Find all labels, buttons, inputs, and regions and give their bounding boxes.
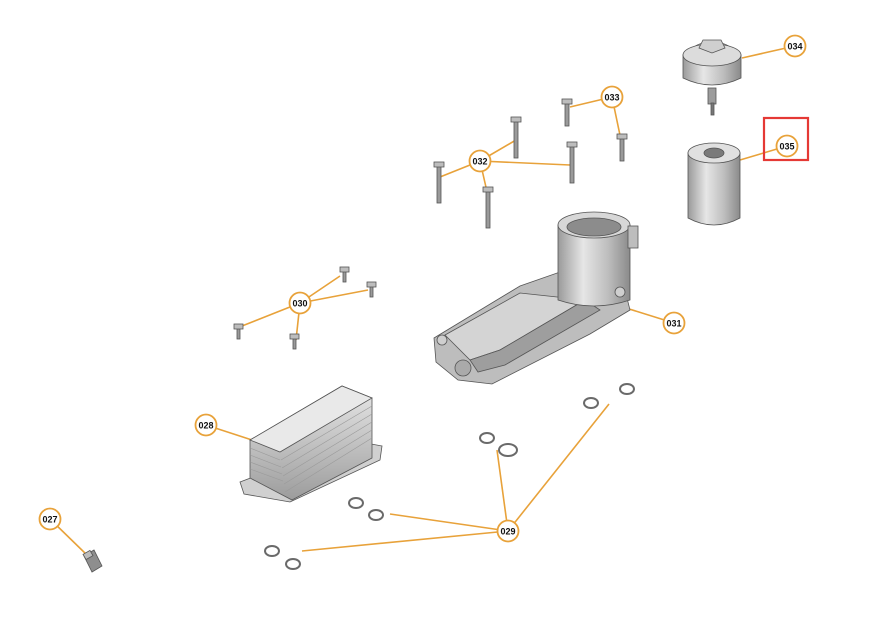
callouts: 027 028 029 030 031 032 033 034 — [38, 34, 807, 543]
selected-callout-highlight — [762, 116, 810, 162]
svg-text:030: 030 — [292, 299, 307, 309]
callout-028[interactable]: 028 — [194, 413, 218, 437]
svg-text:034: 034 — [787, 42, 802, 52]
callout-034[interactable]: 034 — [783, 34, 807, 58]
svg-text:031: 031 — [666, 319, 681, 329]
svg-text:027: 027 — [42, 515, 57, 525]
oil-filter-element — [687, 142, 741, 226]
filter-housing-cap — [682, 39, 742, 116]
svg-text:028: 028 — [198, 421, 213, 431]
callout-027[interactable]: 027 — [38, 507, 62, 531]
oil-filter-housing — [433, 211, 639, 385]
leader-lines — [49, 45, 796, 557]
svg-text:029: 029 — [500, 527, 515, 537]
callout-029[interactable]: 029 — [496, 519, 520, 543]
callout-030[interactable]: 030 — [288, 291, 312, 315]
oil-cooler — [239, 385, 383, 503]
o-rings — [264, 383, 635, 570]
svg-text:035: 035 — [779, 142, 794, 152]
callout-032[interactable]: 032 — [468, 149, 492, 173]
callout-035[interactable]: 035 — [775, 134, 799, 158]
bolts-030 — [233, 266, 377, 350]
svg-text:032: 032 — [472, 157, 487, 167]
drain-plug — [82, 549, 103, 573]
bolts-033 — [561, 98, 628, 162]
callout-031[interactable]: 031 — [662, 311, 686, 335]
callout-033[interactable]: 033 — [600, 85, 624, 109]
svg-text:033: 033 — [604, 93, 619, 103]
bolts-032 — [433, 116, 578, 229]
